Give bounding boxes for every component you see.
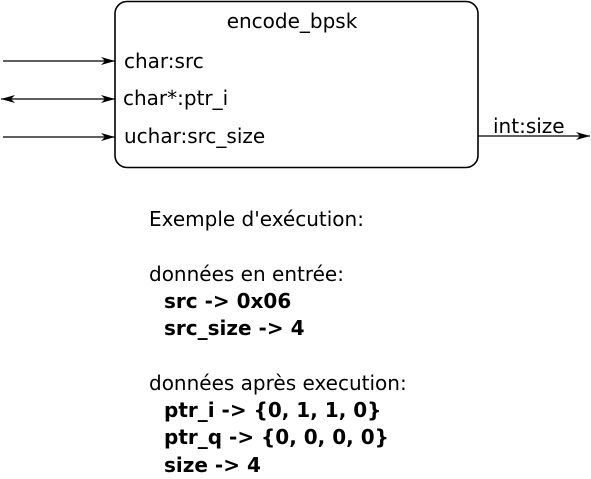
outputs-heading: données après execution: <box>149 370 407 395</box>
port-label-src-size: uchar:src_size <box>124 124 265 148</box>
output-value-ptr-q: ptr_q -> {0, 0, 0, 0} <box>164 425 389 450</box>
input-value-src: src -> 0x06 <box>164 288 292 313</box>
input-value-src-size: src_size -> 4 <box>164 316 305 341</box>
port-label-size: int:size <box>493 114 565 138</box>
execution-example: Exemple d'exécution: données en entrée: … <box>149 206 407 479</box>
output-value-size: size -> 4 <box>164 452 261 477</box>
port-label-src: char:src <box>124 49 204 73</box>
inputs-heading: données en entrée: <box>149 261 344 286</box>
port-label-ptr-i: char*:ptr_i <box>123 86 228 110</box>
spacer <box>149 233 407 260</box>
block-title: encode_bpsk <box>227 9 358 33</box>
spacer <box>149 342 407 369</box>
function-block <box>114 0 479 169</box>
example-heading: Exemple d'exécution: <box>149 207 364 231</box>
output-value-ptr-i: ptr_i -> {0, 1, 1, 0} <box>164 398 382 423</box>
